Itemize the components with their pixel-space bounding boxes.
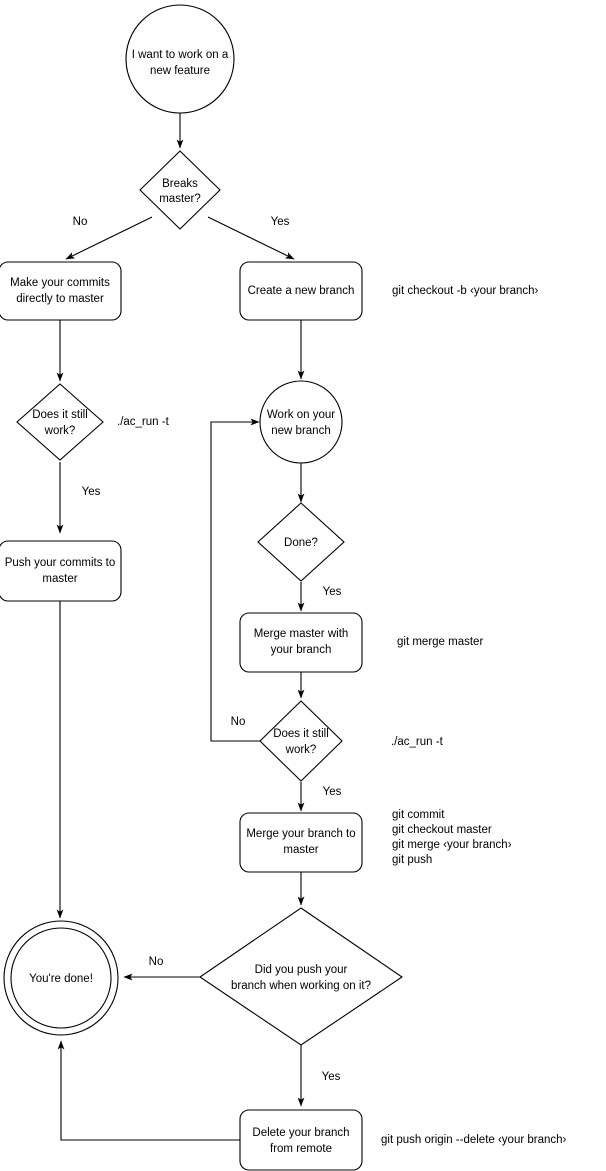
node-start[interactable]: I want to work on a new feature <box>125 4 235 114</box>
youre-done-inner-circle-shape <box>10 927 112 1029</box>
node-push-commits[interactable]: Push your commits to master <box>0 540 122 602</box>
done-question-label: Done? <box>284 537 318 549</box>
make-commits-label-line1: Make your commits <box>10 277 110 289</box>
annotation-git-push-origin-delete: git push origin --delete ‹your branch› <box>381 1134 567 1146</box>
work-on-branch-label-line2: new branch <box>271 425 330 437</box>
create-branch-box-shape <box>239 261 363 321</box>
merge-branch-label-line2: master <box>283 844 318 856</box>
node-youre-done[interactable]: You're done! <box>3 920 119 1036</box>
does-it-work-right-label-line1: Does it still <box>273 728 329 740</box>
merge-branch-label-line1: Merge your branch to <box>246 828 355 840</box>
edge-breaks-master-yes <box>207 216 295 260</box>
does-it-work-left-label-line1: Does it still <box>32 409 88 421</box>
push-commits-label-line1: Push your commits to <box>5 557 116 569</box>
annotation-git-push: git push <box>392 854 432 866</box>
node-make-commits[interactable]: Make your commits directly to master <box>0 261 122 321</box>
does-it-work-right-label-line2: work? <box>285 744 317 756</box>
does-it-work-left-label-line2: work? <box>44 425 76 437</box>
annotation-ac-run-left: ./ac_run -t <box>117 416 170 428</box>
make-commits-label-line2: directly to master <box>16 293 104 305</box>
delete-branch-label-line2: from remote <box>270 1143 332 1155</box>
start-label-line1: I want to work on a <box>132 49 229 61</box>
edge-label-does-it-work-right-no: No <box>231 716 246 728</box>
edge-layer <box>56 113 305 1141</box>
node-did-you-push[interactable]: Did you push your branch when working on… <box>199 907 403 1046</box>
start-circle-shape <box>125 4 235 114</box>
does-it-work-right-diamond-shape <box>259 700 343 782</box>
delete-branch-label-line1: Delete your branch <box>252 1127 349 1139</box>
node-does-it-work-right[interactable]: Does it still work? <box>259 700 343 782</box>
merge-branch-box-shape <box>239 812 363 873</box>
merge-master-label-line2: your branch <box>271 644 332 656</box>
edge-breaks-master-no <box>65 216 153 260</box>
push-commits-box-shape <box>0 540 122 602</box>
make-commits-box-shape <box>0 261 122 321</box>
work-on-branch-circle-shape <box>259 380 343 464</box>
node-work-on-branch[interactable]: Work on your new branch <box>259 380 343 464</box>
annotation-ac-run-right: ./ac_run -t <box>391 736 444 748</box>
did-you-push-label-line2: branch when working on it? <box>231 980 371 992</box>
youre-done-label: You're done! <box>29 973 93 985</box>
annotation-git-commit: git commit <box>392 809 445 821</box>
edge-label-breaks-master-yes: Yes <box>271 216 290 228</box>
done-question-diamond-shape <box>257 502 345 582</box>
edge-delete-branch-to-youre-done <box>57 1040 240 1141</box>
work-on-branch-label-line1: Work on your <box>267 409 335 421</box>
annotation-git-merge-master: git merge master <box>397 636 483 648</box>
push-commits-label-line2: master <box>42 573 77 585</box>
node-create-branch[interactable]: Create a new branch <box>239 261 363 321</box>
node-delete-branch[interactable]: Delete your branch from remote <box>239 1109 363 1171</box>
merge-master-label-line1: Merge master with <box>254 628 349 640</box>
node-merge-master[interactable]: Merge master with your branch <box>239 612 363 673</box>
edge-does-it-work-right-no-loopback <box>210 418 260 742</box>
breaks-master-label-line2: master? <box>159 193 201 205</box>
merge-master-box-shape <box>239 612 363 673</box>
annotation-git-checkout-branch: git checkout -b ‹your branch› <box>392 285 539 297</box>
edge-label-does-it-work-right-yes: Yes <box>323 786 342 798</box>
did-you-push-diamond-shape <box>199 907 403 1046</box>
delete-branch-box-shape <box>239 1109 363 1171</box>
edge-label-did-you-push-no: No <box>149 956 164 968</box>
create-branch-label: Create a new branch <box>248 285 355 297</box>
breaks-master-diamond-shape <box>139 150 221 230</box>
edge-label-did-you-push-yes: Yes <box>322 1071 341 1083</box>
start-label-line2: new feature <box>150 65 210 77</box>
breaks-master-label-line1: Breaks <box>162 178 198 190</box>
did-you-push-label-line1: Did you push your <box>255 964 348 976</box>
node-does-it-work-left[interactable]: Does it still work? <box>16 383 104 461</box>
annotation-git-merge-your-branch: git merge ‹your branch› <box>392 839 512 851</box>
does-it-work-left-diamond-shape <box>16 383 104 461</box>
node-merge-branch[interactable]: Merge your branch to master <box>239 812 363 873</box>
annotation-git-checkout-master: git checkout master <box>392 824 492 836</box>
node-done-question[interactable]: Done? <box>257 502 345 582</box>
edge-label-breaks-master-no: No <box>73 216 88 228</box>
edge-label-does-it-work-left-yes: Yes <box>82 486 101 498</box>
edge-label-done-yes: Yes <box>323 586 342 598</box>
node-breaks-master[interactable]: Breaks master? <box>139 150 221 230</box>
